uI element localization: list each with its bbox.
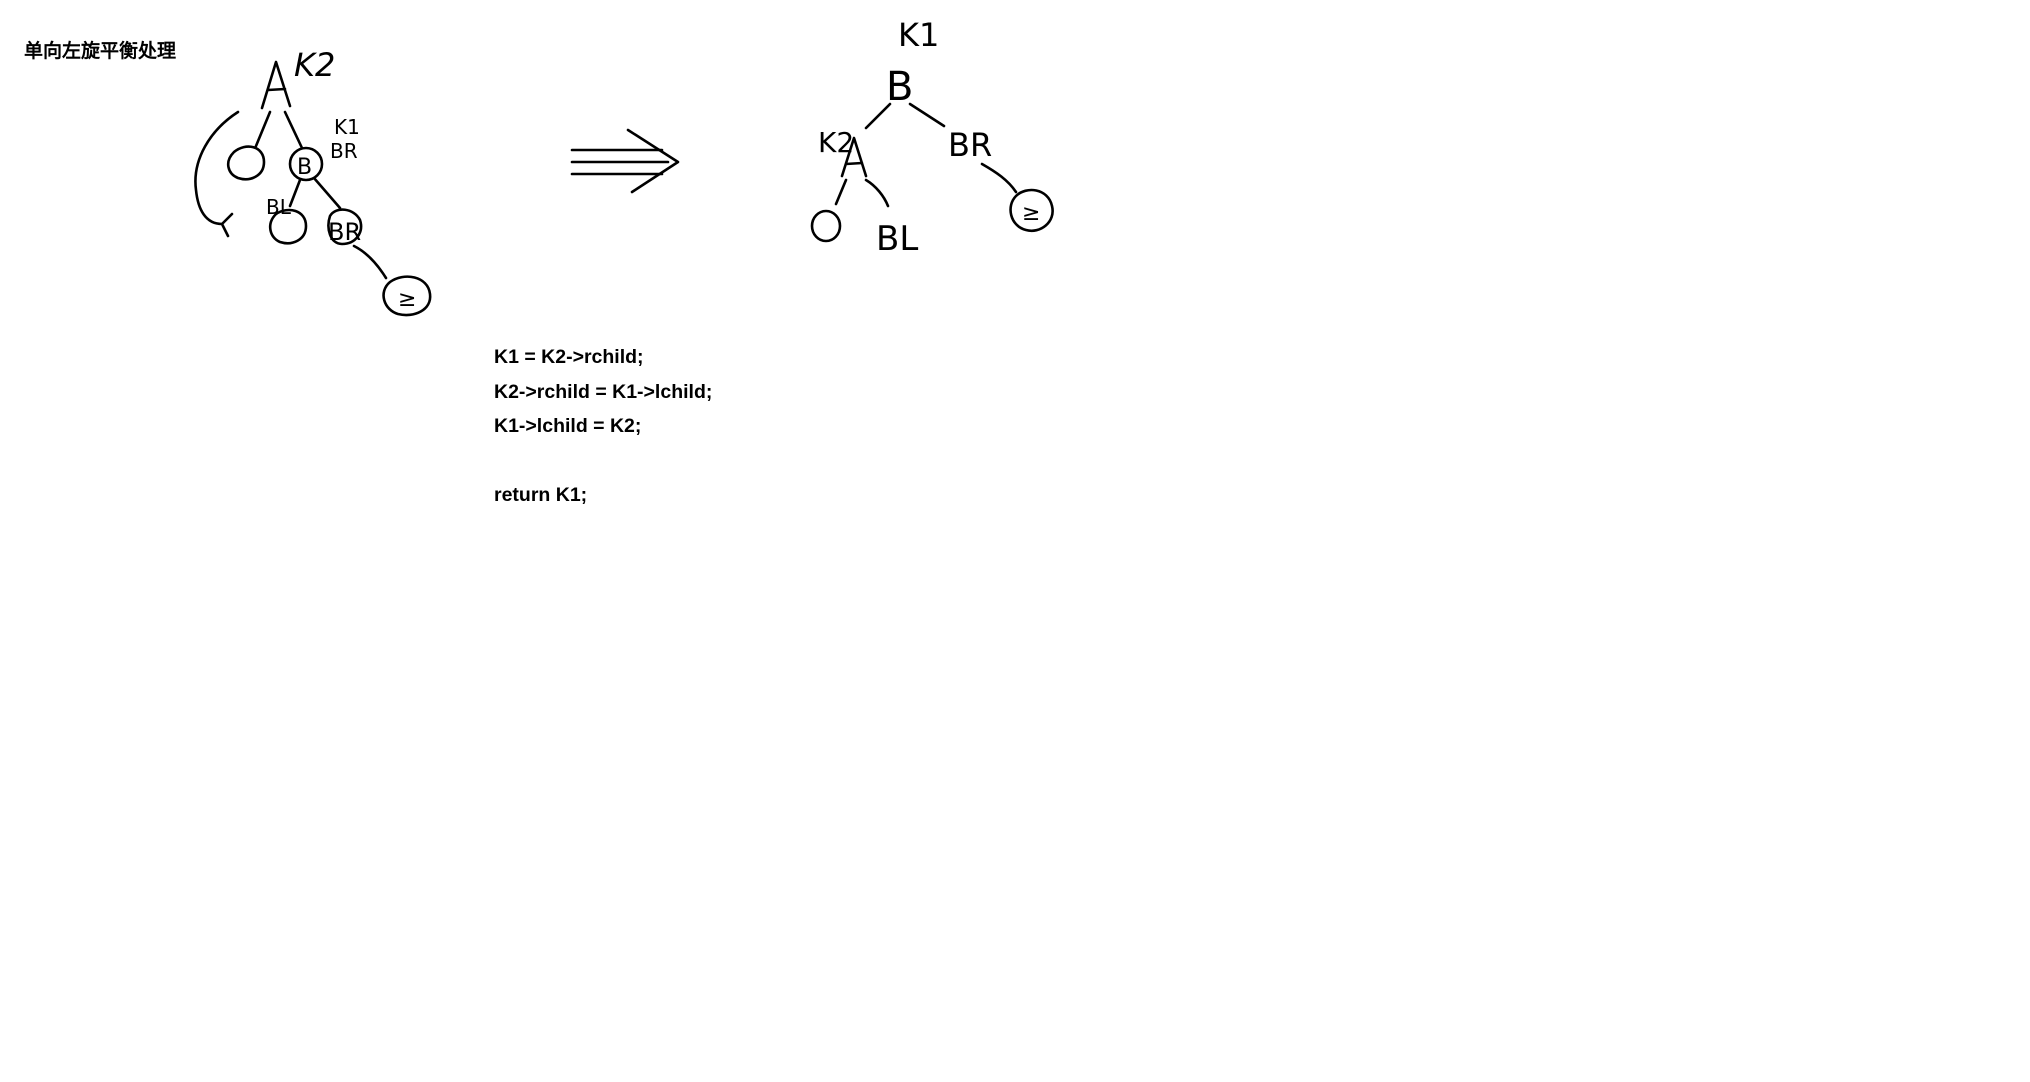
before-deep-leaf: [382, 275, 432, 317]
rotation-arrow: [194, 110, 240, 238]
before-root-letter-a: [260, 60, 292, 110]
after-inner-label: BL: [876, 219, 918, 259]
before-left-leaf: [226, 145, 266, 181]
after-root: B: [886, 64, 913, 110]
before-edge-root-right: [283, 110, 304, 150]
before-node-b-circle: [288, 146, 324, 182]
before-node-b: B: [297, 155, 312, 180]
after-left-letter-a: [840, 136, 868, 178]
before-inner-right-label: BR: [328, 218, 361, 246]
after-edge-a-left: [834, 178, 848, 206]
before-edge-b-left: [288, 178, 302, 208]
before-root-tag: K2: [294, 46, 335, 84]
before-edge-b-right: [312, 176, 342, 210]
after-left-leaf: [810, 209, 842, 243]
before-edge-root-left: [254, 110, 272, 148]
after-edge-root-right: [908, 102, 946, 128]
after-edge-br-leaf: [980, 162, 1018, 194]
before-deep-leaf-symbol: ≥: [398, 287, 416, 312]
code-spacer: [494, 444, 712, 479]
after-edge-root-left: [864, 102, 892, 130]
code-line: K1 = K2->rchild;: [494, 346, 644, 368]
diagram-title: 单向左旋平衡处理: [24, 40, 177, 62]
after-edge-a-right: [864, 178, 890, 208]
after-right-child: BR: [948, 126, 992, 164]
after-right-leaf-symbol: ≥: [1022, 201, 1040, 226]
before-br-circle: [327, 208, 363, 246]
after-root-tag: K1: [898, 16, 939, 54]
after-tree: K1 B K2 BL BR ≥: [810, 16, 1054, 259]
code-block: K1 = K2->rchild; K2->rchild = K1->lchild…: [494, 340, 712, 513]
code-line: K2->rchild = K1->lchild;: [494, 380, 713, 403]
transform-arrow: [570, 128, 680, 194]
code-line: return K1;: [494, 484, 588, 506]
before-bl-leaf: [268, 208, 308, 245]
before-node-b-note: BR: [330, 139, 358, 163]
before-node-b-tag: K1: [334, 115, 360, 139]
before-tree: K2 B K1 BR BL BR ≥: [194, 46, 432, 317]
after-right-leaf: [1009, 188, 1054, 233]
before-edge-br-leaf: [352, 244, 388, 280]
code-line: K1->lchild = K2;: [494, 415, 642, 437]
before-inner-left-label: BL: [266, 195, 292, 219]
